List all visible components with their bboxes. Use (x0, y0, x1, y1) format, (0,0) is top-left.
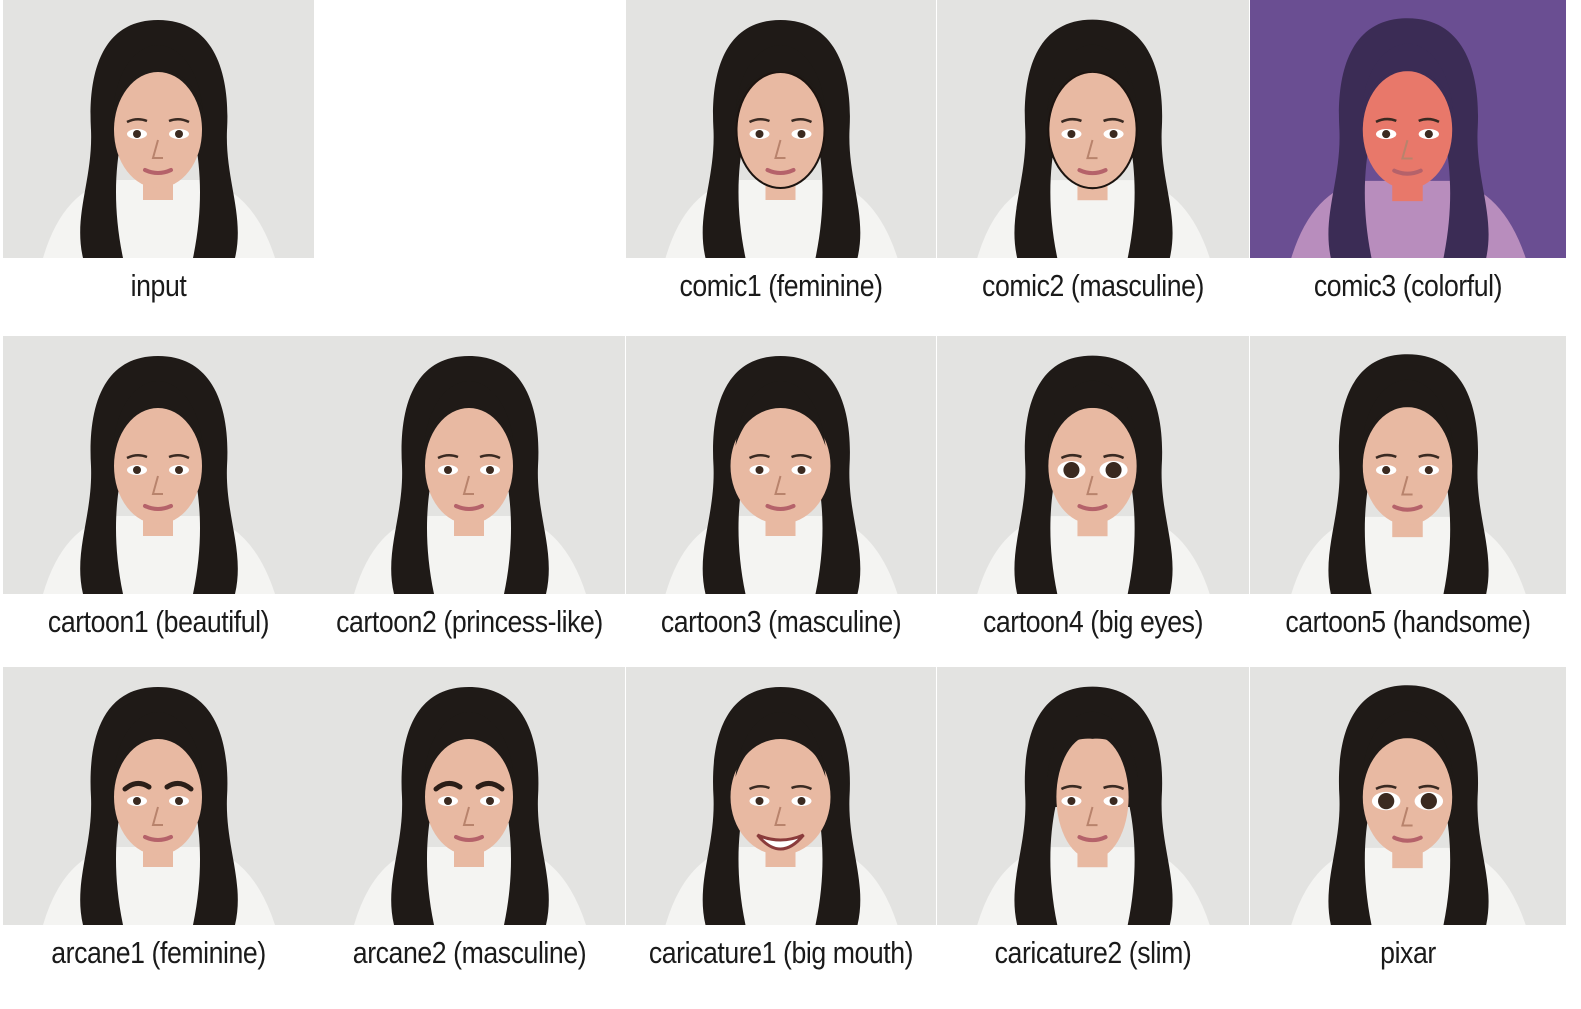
style-caption: cartoon2 (princess-like) (336, 604, 603, 639)
portrait-image (937, 0, 1249, 258)
style-cell: input (3, 0, 314, 318)
style-caption: comic2 (masculine) (982, 268, 1204, 303)
style-caption: input (130, 268, 187, 303)
style-cell: cartoon3 (masculine) (626, 336, 936, 654)
style-caption: caricature1 (big mouth) (648, 935, 914, 970)
portrait-image (314, 667, 625, 925)
portrait-image (3, 0, 314, 258)
portrait-image (626, 336, 936, 594)
style-caption: arcane1 (feminine) (51, 935, 266, 970)
style-cell: cartoon2 (princess-like) (314, 336, 625, 654)
style-caption: arcane2 (masculine) (352, 935, 587, 970)
style-cell: arcane2 (masculine) (314, 667, 625, 985)
portrait-image (1250, 667, 1566, 925)
portrait-image (626, 0, 936, 258)
style-cell: comic3 (colorful) (1250, 0, 1566, 318)
style-caption: comic3 (colorful) (1313, 268, 1503, 303)
style-caption: cartoon1 (beautiful) (47, 604, 270, 639)
style-cell: pixar (1250, 667, 1566, 985)
style-cell: comic2 (masculine) (937, 0, 1249, 318)
style-cell: cartoon4 (big eyes) (937, 336, 1249, 654)
portrait-image (626, 667, 936, 925)
style-caption: comic1 (feminine) (679, 268, 883, 303)
portrait-image (3, 667, 314, 925)
style-cell: comic1 (feminine) (626, 0, 936, 318)
style-caption: cartoon3 (masculine) (660, 604, 902, 639)
portrait-image (1250, 336, 1566, 594)
style-cell: caricature2 (slim) (937, 667, 1249, 985)
style-caption: cartoon5 (handsome) (1285, 604, 1531, 639)
style-caption: caricature2 (slim) (994, 935, 1192, 970)
style-cell: cartoon1 (beautiful) (3, 336, 314, 654)
style-caption: pixar (1380, 935, 1436, 970)
style-cell: arcane1 (feminine) (3, 667, 314, 985)
style-cell: caricature1 (big mouth) (626, 667, 936, 985)
style-caption: cartoon4 (big eyes) (982, 604, 1204, 639)
portrait-image (314, 336, 625, 594)
portrait-image (937, 336, 1249, 594)
portrait-image (937, 667, 1249, 925)
portrait-image (3, 336, 314, 594)
portrait-image (1250, 0, 1566, 258)
style-cell: cartoon5 (handsome) (1250, 336, 1566, 654)
